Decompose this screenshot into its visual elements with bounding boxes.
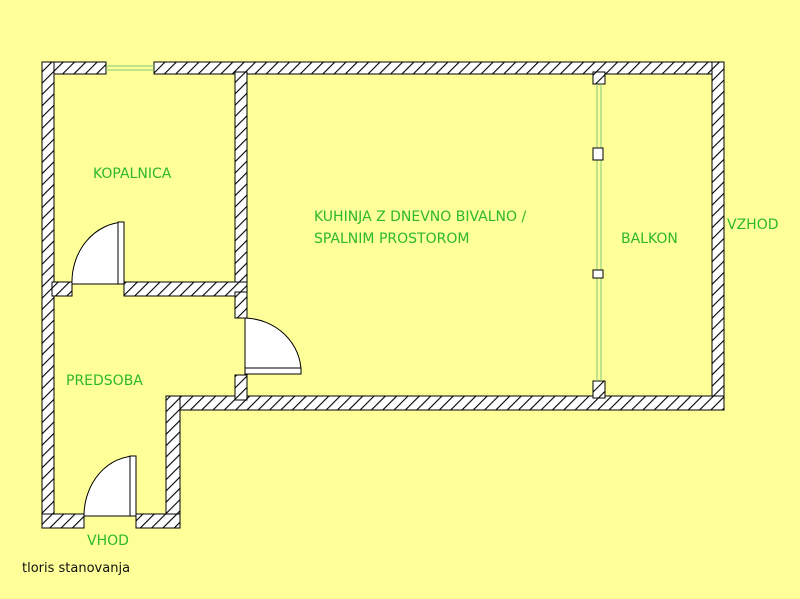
glazing (106, 65, 602, 381)
wall-bath-bottom-stub (51, 281, 73, 297)
interior-walls (51, 71, 606, 401)
room-label-bathroom: KOPALNICA (93, 166, 172, 182)
wall-hall-divider (234, 291, 248, 319)
room-label-hallway: PREDSOBA (66, 373, 143, 389)
wall-balcony-cap-top (592, 71, 606, 85)
plan-caption: tloris stanovanja (22, 561, 131, 576)
wall-right (711, 61, 725, 411)
label-east: VZHOD (727, 217, 779, 233)
wall-balcony-cap-bottom (592, 380, 606, 399)
wall-hall-divider-low (234, 374, 248, 401)
door-entrance (83, 455, 137, 517)
window-mullions (592, 147, 604, 279)
wall-bottom-main (165, 395, 725, 411)
outer-walls (41, 61, 725, 529)
wall-bottom-left (41, 513, 85, 529)
room-label-living-line2: SPALNIM PROSTOROM (314, 231, 469, 247)
wall-bath-bottom (123, 281, 248, 297)
label-entrance: VHOD (87, 533, 129, 549)
door-living (244, 317, 302, 375)
room-label-balcony: BALKON (621, 231, 678, 247)
room-label-living-line1: KUHINJA Z DNEVNO BIVALNO / (314, 209, 526, 225)
wall-hall-right (165, 395, 181, 529)
wall-bath-right (234, 71, 248, 293)
door-bathroom (71, 221, 125, 285)
wall-bottom-right (135, 513, 181, 529)
